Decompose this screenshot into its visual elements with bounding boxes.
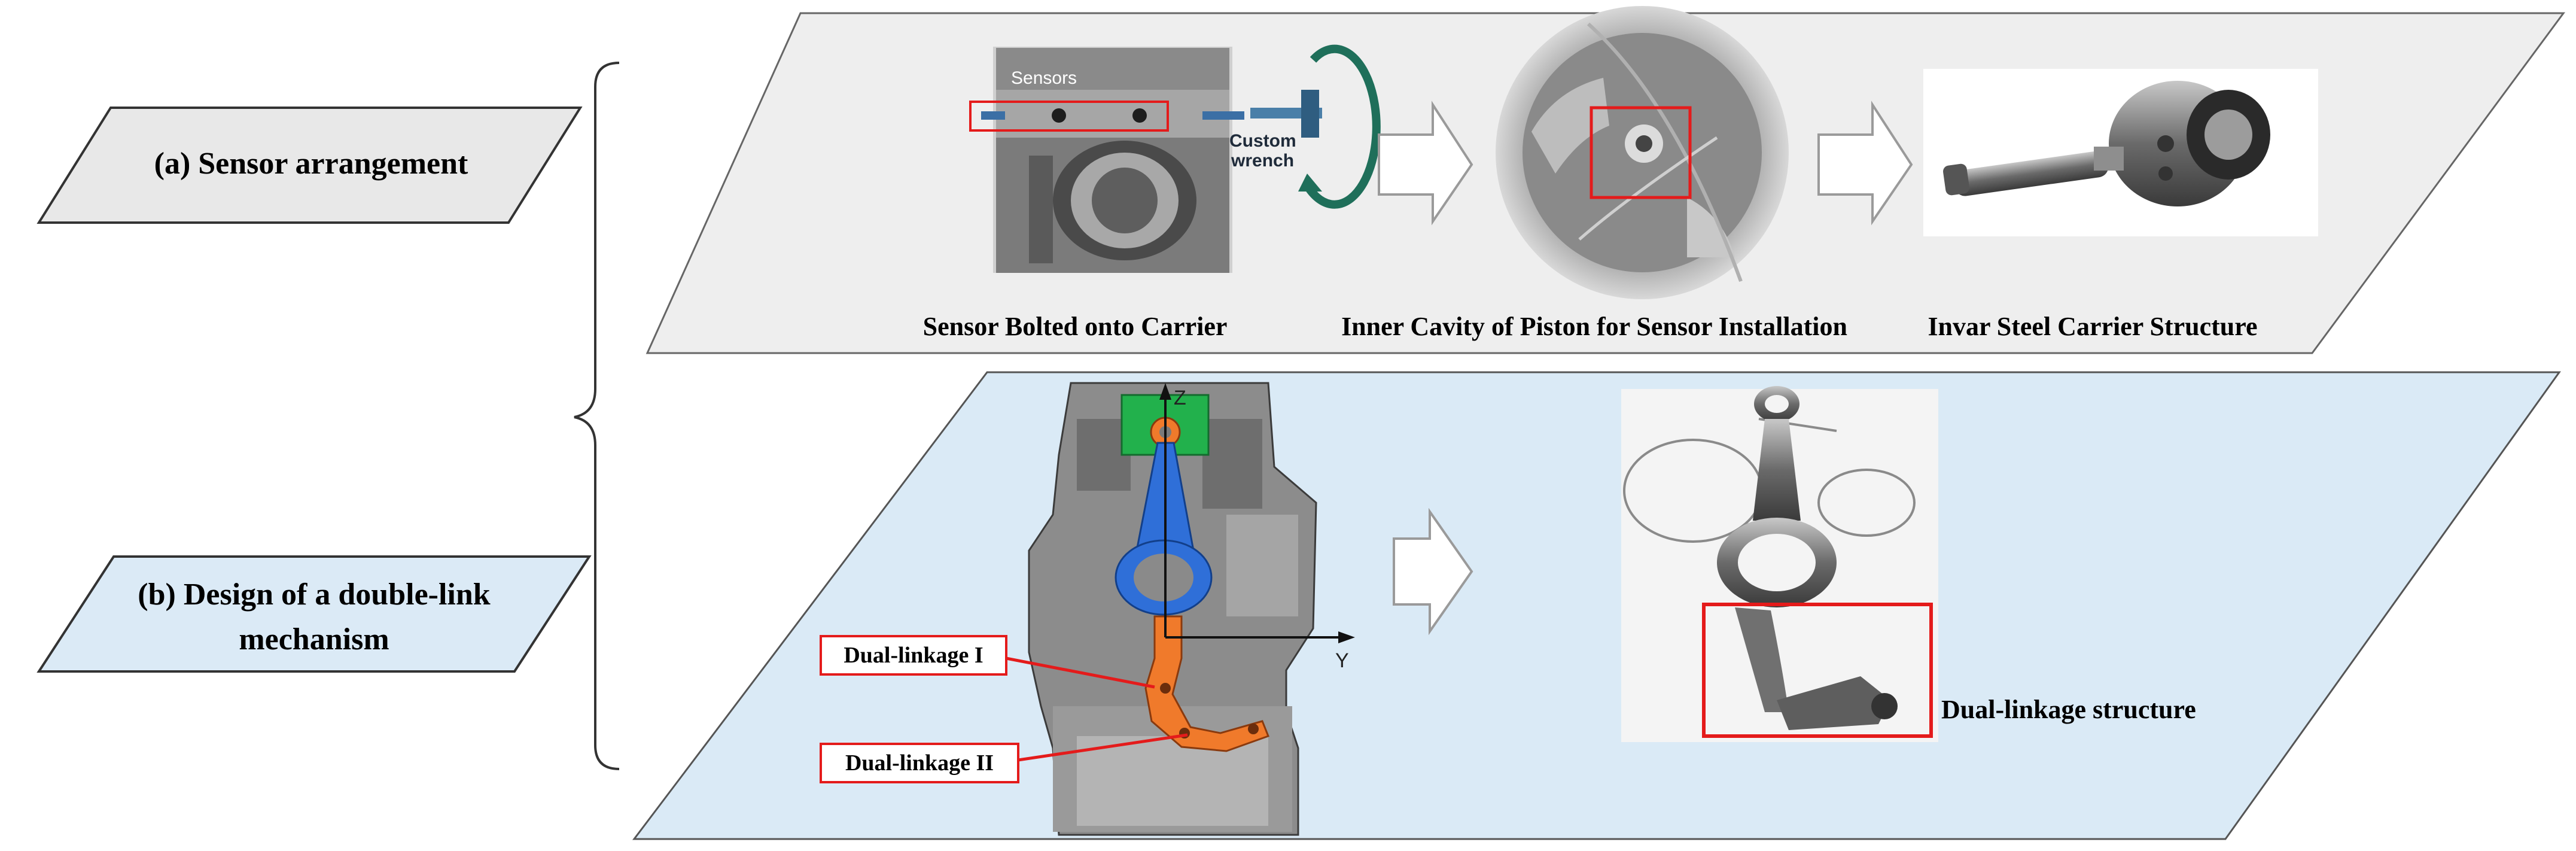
wrench-label-line1: Custom [1229, 131, 1296, 151]
caption-sensor-bolted: Sensor Bolted onto Carrier [923, 312, 1228, 341]
callout-dual-linkage-2-label: Dual-linkage II [845, 750, 994, 776]
caption-inner-cavity: Inner Cavity of Piston for Sensor Instal… [1341, 312, 1847, 341]
invar-carrier-photo [1923, 69, 2318, 236]
sensor-highlight-box [969, 101, 1169, 132]
axis-z-label: Z [1174, 387, 1186, 409]
piston-cavity-photo [1496, 6, 1789, 299]
flow-arrow-3 [1393, 507, 1473, 636]
flow-arrow-2 [1817, 101, 1913, 226]
custom-wrench-icon: Custom wrench [1229, 44, 1381, 209]
double-link-tag: (b) Design of a double-link mechanism [36, 555, 592, 673]
sensor-arrangement-tag: (a) Sensor arrangement [36, 107, 583, 224]
wrench-label-line2: wrench [1231, 151, 1294, 171]
axis-y-label: Y [1335, 649, 1349, 672]
piston-sensor-photo: Sensors [969, 47, 1244, 273]
connecting-rod-photo [1621, 386, 1938, 742]
double-link-label-line1: (b) Design of a double-link [138, 578, 491, 612]
double-link-label-line2: mechanism [239, 622, 389, 657]
engine-cross-section [1028, 382, 1317, 836]
caption-dual-linkage-structure: Dual-linkage structure [1941, 695, 2196, 724]
sensors-label: Sensors [1011, 68, 1077, 88]
dual-linkage [1144, 615, 1269, 752]
sensor-arrangement-label: (a) Sensor arrangement [154, 147, 468, 181]
flow-arrow-1 [1378, 101, 1473, 226]
dual-linkage-highlight-box [1702, 603, 1933, 738]
coordinate-axes: Z Y [1159, 383, 1355, 672]
sensor-mount-highlight-box [1590, 106, 1692, 199]
caption-invar-carrier: Invar Steel Carrier Structure [1928, 312, 2257, 341]
grouping-brace [574, 62, 620, 770]
callout-dual-linkage-1-label: Dual-linkage I [844, 643, 983, 668]
callout-dual-linkage-1: Dual-linkage I [820, 635, 1155, 689]
callout-dual-linkage-2: Dual-linkage II [820, 733, 1188, 783]
